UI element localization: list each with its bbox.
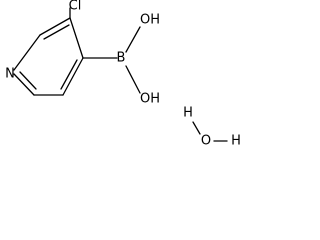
double-bond-c4-c5 xyxy=(60,59,78,90)
molecule-diagram: N Cl B OH OH H O H xyxy=(5,0,241,149)
bond-n-c2 xyxy=(13,34,41,71)
atom-labels: N Cl B OH OH H O H xyxy=(5,0,241,149)
bond-c3-c4 xyxy=(69,17,84,59)
atom-hydroxyl-lower: OH xyxy=(140,92,160,107)
bond-b-oh-lower xyxy=(125,65,141,94)
bond-c2-c3 xyxy=(39,17,71,36)
atom-water-hydrogen-left: H xyxy=(183,106,193,121)
bond-h-o-water-left xyxy=(192,121,201,135)
substituent-bonds xyxy=(69,7,141,94)
atom-nitrogen: N xyxy=(5,67,15,82)
double-bond-c2-c3 xyxy=(43,24,70,40)
atom-water-hydrogen-right: H xyxy=(231,134,241,149)
bond-c4-c5 xyxy=(62,57,84,96)
water-bonds xyxy=(192,121,228,142)
bond-b-oh-upper xyxy=(125,26,141,53)
pyridine-ring xyxy=(13,17,84,96)
double-bond-c6-n xyxy=(19,71,37,90)
atom-hydroxyl-upper: OH xyxy=(140,13,160,28)
atom-water-oxygen: O xyxy=(201,134,211,149)
atom-chlorine: Cl xyxy=(69,0,82,14)
bond-c6-n xyxy=(13,73,35,96)
atom-boron: B xyxy=(117,51,126,66)
